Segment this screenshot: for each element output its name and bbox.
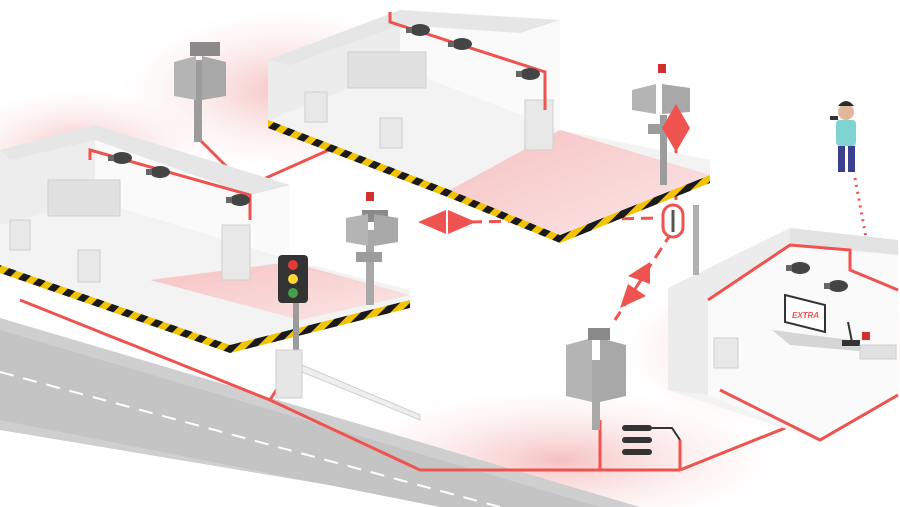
wireless-repeater — [661, 203, 699, 275]
horn-speaker-icon — [824, 280, 848, 292]
building-top — [268, 10, 710, 243]
building-control-room: EXTRA — [668, 228, 899, 442]
monitor-icon: EXTRA — [784, 293, 826, 334]
brand-logo: EXTRA — [792, 311, 819, 320]
horn-speaker-icon — [108, 152, 132, 164]
speaker-pole-centre — [346, 192, 398, 305]
road — [0, 318, 640, 507]
signal-arrow-icon — [448, 210, 476, 234]
building-left-panel — [47, 179, 121, 217]
horn-speaker-icon — [448, 38, 472, 50]
red-beacon-icon — [862, 332, 870, 340]
horn-speaker-icon — [516, 68, 540, 80]
signal-arrows — [418, 104, 690, 308]
red-beacon-icon — [366, 192, 374, 201]
signal-arrow-icon — [620, 284, 646, 308]
signal-arrow-icon — [662, 128, 690, 152]
traffic-light-icon — [275, 255, 421, 421]
horn-speaker-icon — [226, 194, 250, 206]
horn-speaker-icon — [146, 166, 170, 178]
cable-connector-icon — [622, 425, 681, 455]
desk-microphone-icon — [842, 321, 860, 346]
control-desk: EXTRA — [772, 293, 897, 360]
amplifier-unit-icon — [859, 344, 897, 360]
signal-arrow-icon — [628, 262, 650, 284]
speaker-pole-top-right — [632, 64, 690, 185]
person-on-phone-icon — [830, 101, 856, 172]
signal-arrow-icon — [662, 104, 690, 128]
signal-arrow-icon — [418, 210, 446, 234]
horn-speaker-icon — [786, 262, 810, 274]
speaker-pole-top-left — [174, 42, 226, 142]
horn-speaker-icon — [406, 24, 430, 36]
building-top-panel — [347, 51, 427, 89]
speaker-pole-bottom — [566, 328, 626, 430]
red-beacon-icon — [658, 64, 666, 73]
